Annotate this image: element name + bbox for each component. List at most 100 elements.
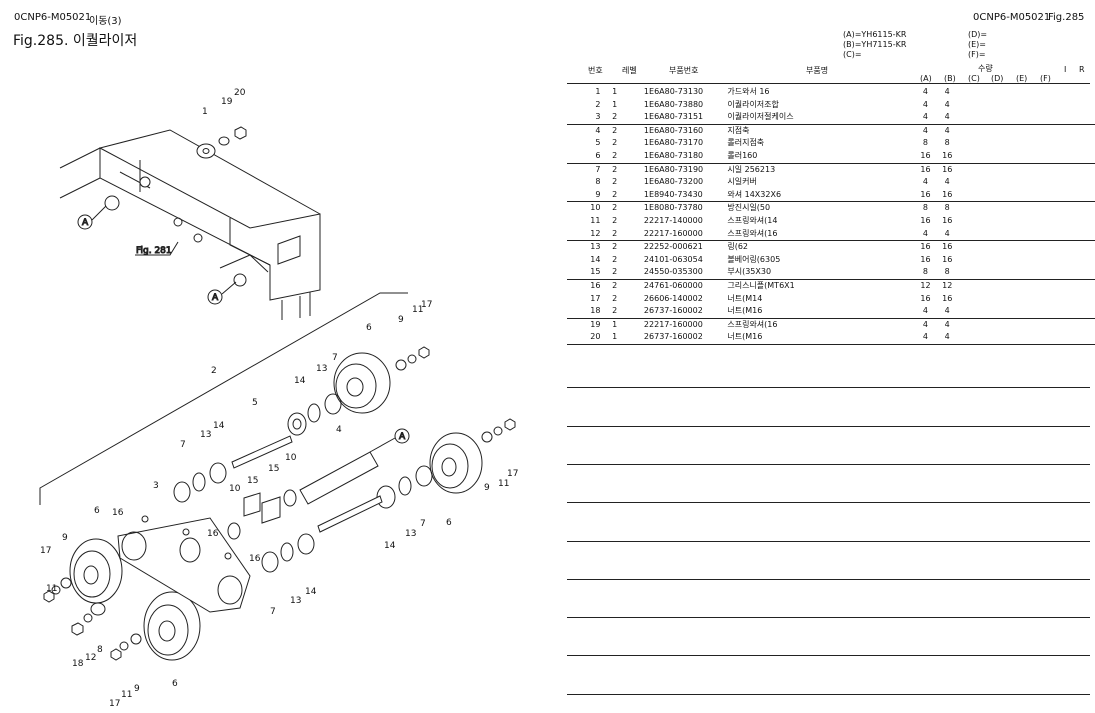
spring-washer <box>83 613 93 623</box>
callout-number: 2 <box>211 366 217 376</box>
seal-ring <box>415 465 433 487</box>
callout-number: 7 <box>270 607 276 617</box>
parts-cell-a: 4 <box>914 331 937 345</box>
model-legend-right: (D)= (E)= (F)= <box>968 30 987 60</box>
parts-cell-part-no: 1E6A80-73160 <box>643 125 704 135</box>
model-d: (D)= <box>968 30 988 39</box>
parts-cell-a: 16 <box>914 188 937 203</box>
col-f: (F) <box>1040 74 1051 83</box>
callout-number: 13 <box>316 364 327 374</box>
blank-rule <box>567 541 1090 542</box>
top-nut <box>234 126 247 140</box>
spring-washer <box>218 136 230 146</box>
parts-cell-a: 4 <box>922 87 929 96</box>
parts-cell-part-no: 1E6A80-73180 <box>628 149 728 164</box>
parts-cell-level: 1 <box>600 331 629 345</box>
parts-cell-name: 너트(M16 <box>727 331 915 345</box>
parts-cell-no: 4 <box>595 125 601 135</box>
fig-ref-leader <box>135 241 179 256</box>
ball-bearing-inner <box>292 418 302 430</box>
parts-cell-no: 8 <box>595 177 601 187</box>
parts-cell-name: 와셔 14X32X6 <box>727 188 915 203</box>
parts-cell-b: 4 <box>944 125 950 135</box>
callout-number: 11 <box>498 479 509 489</box>
track-frame <box>59 129 321 320</box>
parts-cell-part-no: 24101-063054 <box>643 254 703 264</box>
parts-cell-level: 2 <box>600 149 629 164</box>
parts-cell-a: 8 <box>914 266 937 280</box>
dust-seal <box>227 522 241 540</box>
callout-number: 10 <box>285 453 297 463</box>
parts-cell-no: 19 <box>590 319 601 329</box>
model-e: (E)= <box>968 40 986 49</box>
parts-cell-name: 스프링와셔(16 <box>727 227 915 242</box>
parts-cell-name: 볼베어링(6305 <box>727 254 781 264</box>
parts-cell-b: 16 <box>942 164 953 174</box>
parts-cell-no: 5 <box>595 138 601 148</box>
parts-cell-part-no: 26606-140002 <box>643 293 703 303</box>
roller-shaft <box>317 495 383 533</box>
circle-a-marker <box>207 289 223 305</box>
parts-cell-a: 4 <box>914 227 937 242</box>
spring-washer <box>493 426 503 436</box>
parts-cell-level: 2 <box>612 293 618 303</box>
parts-cell-a: 16 <box>920 293 931 303</box>
roller-wheel <box>69 538 123 604</box>
circle-a-label: A <box>212 293 219 303</box>
parts-cell-b: 16 <box>942 254 953 264</box>
parts-cell-a: 16 <box>920 164 931 174</box>
parts-cell-level: 2 <box>612 125 618 135</box>
parts-cell-part-no: 1E6A80-73151 <box>628 111 728 125</box>
blank-rule <box>567 502 1090 503</box>
roller-wheel <box>429 432 483 494</box>
parts-cell-part-no: 1E6A80-73170 <box>643 138 704 148</box>
ball-bearing <box>209 462 227 484</box>
parts-cell-part-no: 1E8940-73430 <box>628 188 728 203</box>
callout-number: 6 <box>446 518 452 528</box>
parts-cell-a: 4 <box>922 177 929 187</box>
parts-cell-level: 2 <box>612 280 618 290</box>
callout-number: 14 <box>213 421 225 431</box>
col-level: 레벨 <box>622 66 637 75</box>
parts-cell-level: 2 <box>600 266 629 280</box>
parts-cell-blank <box>958 318 1095 331</box>
parts-cell-no: 3 <box>567 111 601 125</box>
fig-ref-label: Fig. 281 <box>136 246 172 256</box>
snap-ring <box>192 472 206 492</box>
col-qty: 수량 <box>978 64 993 73</box>
parts-cell-no: 18 <box>567 305 601 319</box>
parts-cell-blank <box>958 293 1095 306</box>
parts-cell-b: 4 <box>944 99 950 109</box>
circle-a-label: A <box>82 218 89 228</box>
parts-cell-level: 2 <box>600 305 629 319</box>
parts-cell-part-no: 22252-000621 <box>643 242 703 252</box>
parts-cell-no: 20 <box>567 331 601 345</box>
parts-cell-name: 롤러지점축 <box>727 138 765 148</box>
parts-cell-name: 이퀄라이저절케이스 <box>727 111 915 125</box>
callout-number: 9 <box>484 483 490 493</box>
parts-cell-level: 2 <box>600 188 629 203</box>
col-name: 부품명 <box>806 66 829 75</box>
blank-rule <box>567 617 1090 618</box>
parts-cell-name: 지점축 <box>727 125 750 135</box>
bush <box>243 492 261 517</box>
washer <box>481 431 493 443</box>
parts-cell-blank <box>958 215 1095 228</box>
case-bore <box>217 575 243 605</box>
parts-cell-name: 부시(35X30 <box>727 266 915 280</box>
parts-cell-no: 12 <box>567 227 601 242</box>
callout-number: 13 <box>405 529 416 539</box>
parts-cell-b: 4 <box>936 227 959 242</box>
seal-ring <box>173 481 191 503</box>
parts-cell-name: 방진시일(50 <box>727 203 771 213</box>
circle-a-label: A <box>399 432 406 442</box>
washer <box>130 633 142 645</box>
parts-cell-level: 1 <box>612 99 618 109</box>
